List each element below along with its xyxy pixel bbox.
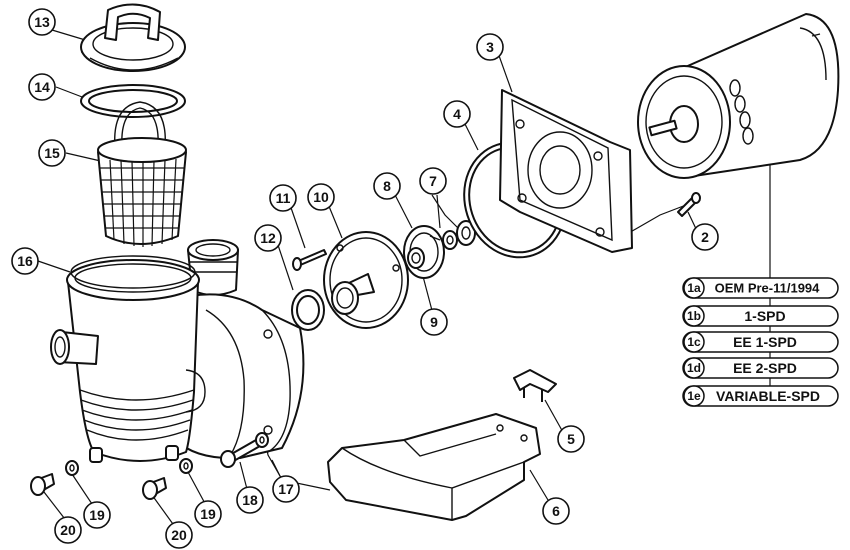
svg-text:17: 17 — [278, 481, 294, 497]
svg-text:1a: 1a — [687, 281, 701, 295]
callout-16: 16 — [11, 247, 39, 275]
svg-text:1-SPD: 1-SPD — [744, 308, 785, 324]
diffuser-screw — [292, 249, 327, 271]
variant-1c: 1c EE 1-SPD — [682, 331, 839, 353]
callout-11: 11 — [269, 184, 297, 212]
impeller — [403, 225, 445, 279]
svg-text:10: 10 — [313, 189, 329, 205]
seal-assembly — [442, 220, 476, 250]
svg-text:1e: 1e — [687, 389, 701, 403]
callout-12: 12 — [254, 224, 282, 252]
callout-20-right: 20 — [165, 521, 193, 549]
svg-text:2: 2 — [701, 229, 709, 245]
svg-text:19: 19 — [89, 507, 105, 523]
svg-text:13: 13 — [34, 14, 50, 30]
pump-motor — [637, 13, 840, 179]
variant-1b: 1b 1-SPD — [682, 305, 839, 327]
drain-gasket-left — [65, 460, 79, 476]
callout-17: 17 — [272, 475, 300, 503]
pump-base — [327, 413, 541, 521]
svg-text:OEM Pre-11/1994: OEM Pre-11/1994 — [715, 281, 821, 296]
callout-20-left: 20 — [54, 516, 82, 544]
callout-13: 13 — [28, 8, 56, 36]
drain-plug-right — [142, 477, 167, 500]
motor-variant-legend: 1a OEM Pre-11/1994 1b 1-SPD 1c EE 1-SPD … — [682, 277, 839, 407]
callout-5: 5 — [557, 425, 585, 453]
callout-7: 7 — [419, 167, 447, 195]
callout-19-left: 19 — [83, 501, 111, 529]
callout-18: 18 — [236, 486, 264, 514]
svg-text:20: 20 — [60, 522, 76, 538]
callout-9: 9 — [420, 308, 448, 336]
svg-text:1c: 1c — [687, 335, 701, 349]
svg-text:12: 12 — [260, 230, 276, 246]
callout-8: 8 — [373, 172, 401, 200]
svg-text:VARIABLE-SPD: VARIABLE-SPD — [716, 388, 820, 404]
callout-19-right: 19 — [194, 500, 222, 528]
pump-housing — [50, 239, 305, 463]
svg-text:1b: 1b — [687, 309, 701, 323]
variant-1e: 1e VARIABLE-SPD — [682, 385, 839, 407]
svg-text:11: 11 — [276, 190, 291, 206]
svg-text:3: 3 — [486, 39, 494, 55]
diffuser-o-ring — [291, 289, 325, 331]
callout-3: 3 — [476, 33, 504, 61]
svg-text:5: 5 — [567, 431, 575, 447]
svg-text:14: 14 — [34, 79, 50, 95]
variant-1d: 1d EE 2-SPD — [682, 357, 839, 379]
motor-bolt — [677, 192, 701, 217]
svg-text:EE 2-SPD: EE 2-SPD — [733, 360, 797, 376]
svg-text:EE 1-SPD: EE 1-SPD — [733, 334, 797, 350]
svg-text:19: 19 — [200, 506, 216, 522]
callout-6: 6 — [542, 497, 570, 525]
svg-text:8: 8 — [383, 178, 391, 194]
drain-gasket-right — [179, 458, 193, 474]
callout-15: 15 — [38, 139, 66, 167]
svg-text:4: 4 — [453, 106, 461, 122]
drain-plug-left — [30, 473, 55, 496]
svg-text:16: 16 — [17, 253, 33, 269]
svg-text:20: 20 — [171, 527, 187, 543]
variant-1a: 1a OEM Pre-11/1994 — [682, 277, 839, 299]
callout-10: 10 — [307, 183, 335, 211]
callout-4: 4 — [443, 100, 471, 128]
callout-14: 14 — [28, 73, 56, 101]
svg-text:18: 18 — [242, 492, 258, 508]
lid-o-ring — [80, 84, 186, 118]
diffuser — [323, 231, 409, 329]
svg-text:7: 7 — [429, 173, 437, 189]
seal-plate — [499, 89, 633, 253]
housing-washer — [255, 432, 269, 448]
strainer-lid — [80, 3, 186, 72]
callout-2: 2 — [691, 223, 719, 251]
strainer-basket — [97, 101, 187, 247]
svg-text:1d: 1d — [687, 361, 701, 375]
svg-text:15: 15 — [44, 145, 60, 161]
motor-support — [513, 369, 557, 402]
svg-text:6: 6 — [552, 503, 560, 519]
svg-text:9: 9 — [430, 314, 438, 330]
